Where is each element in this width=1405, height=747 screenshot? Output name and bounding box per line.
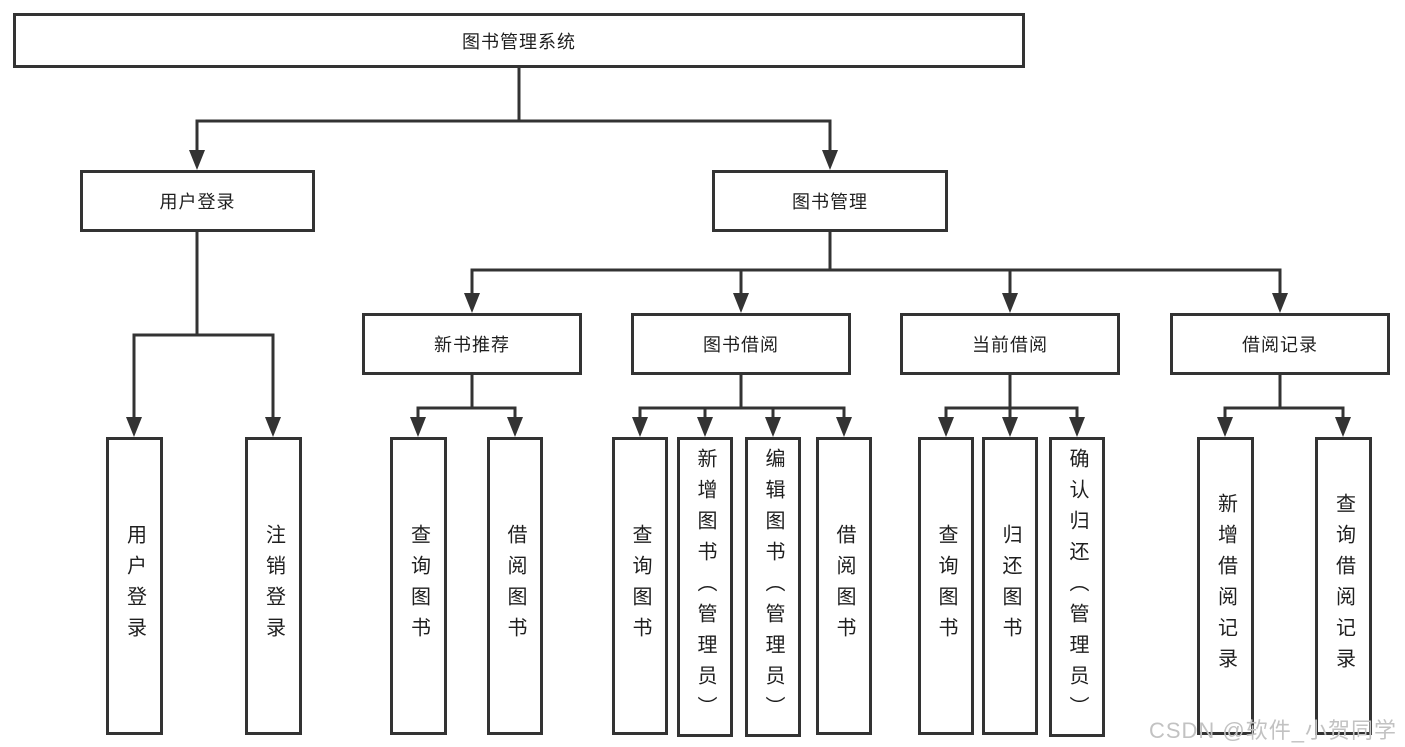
node-user-login: 用户登录 — [80, 170, 315, 232]
node-borrow-record: 借阅记录 — [1170, 313, 1390, 375]
leaf-newrec-query-book-label: 查询图书 — [407, 524, 430, 648]
node-new-book-recommend-label: 新书推荐 — [434, 335, 510, 355]
node-user-login-label: 用户登录 — [159, 192, 236, 212]
leaf-current-return-book: 归还图书 — [982, 437, 1038, 735]
leaf-borrow-add-book-admin: 新增图书（管理员） — [677, 437, 733, 737]
leaf-current-query-book: 查询图书 — [918, 437, 974, 735]
node-book-borrow: 图书借阅 — [631, 313, 851, 375]
leaf-record-add-borrow-record-label: 新增借阅记录 — [1214, 493, 1237, 679]
leaf-user-login-label: 用户登录 — [123, 524, 146, 648]
leaf-borrow-borrow-book-label: 借阅图书 — [833, 524, 855, 648]
leaf-current-return-book-label: 归还图书 — [999, 524, 1021, 648]
node-current-borrow-label: 当前借阅 — [972, 335, 1048, 355]
leaf-logout: 注销登录 — [245, 437, 302, 735]
node-book-borrow-label: 图书借阅 — [703, 335, 779, 355]
leaf-record-query-borrow-record: 查询借阅记录 — [1315, 437, 1372, 735]
leaf-borrow-borrow-book: 借阅图书 — [816, 437, 872, 735]
leaf-newrec-query-book: 查询图书 — [390, 437, 447, 735]
node-new-book-recommend: 新书推荐 — [362, 313, 582, 375]
leaf-current-query-book-label: 查询图书 — [935, 524, 957, 648]
leaf-user-login: 用户登录 — [106, 437, 163, 735]
node-borrow-record-label: 借阅记录 — [1242, 335, 1318, 355]
node-root-system: 图书管理系统 — [13, 13, 1025, 68]
arrowheads — [126, 150, 1351, 437]
leaf-record-query-borrow-record-label: 查询借阅记录 — [1332, 493, 1355, 679]
node-book-management: 图书管理 — [712, 170, 948, 232]
leaf-current-confirm-return-admin-label: 确认归还（管理员） — [1066, 447, 1088, 727]
node-root-label: 图书管理系统 — [462, 31, 576, 52]
csdn-watermark: CSDN @软件_小贺同学 — [1148, 718, 1397, 743]
leaf-borrow-edit-book-admin: 编辑图书（管理员） — [745, 437, 801, 737]
leaf-borrow-edit-book-admin-label: 编辑图书（管理员） — [762, 447, 784, 727]
leaf-borrow-add-book-admin-label: 新增图书（管理员） — [694, 447, 716, 727]
leaf-newrec-borrow-book-label: 借阅图书 — [504, 524, 526, 648]
leaf-borrow-query-book-label: 查询图书 — [629, 524, 651, 648]
leaf-logout-label: 注销登录 — [262, 524, 285, 648]
leaf-current-confirm-return-admin: 确认归还（管理员） — [1049, 437, 1105, 737]
node-current-borrow: 当前借阅 — [900, 313, 1120, 375]
leaf-record-add-borrow-record: 新增借阅记录 — [1197, 437, 1254, 735]
leaf-newrec-borrow-book: 借阅图书 — [487, 437, 543, 735]
node-book-management-label: 图书管理 — [792, 192, 868, 212]
leaf-borrow-query-book: 查询图书 — [612, 437, 668, 735]
